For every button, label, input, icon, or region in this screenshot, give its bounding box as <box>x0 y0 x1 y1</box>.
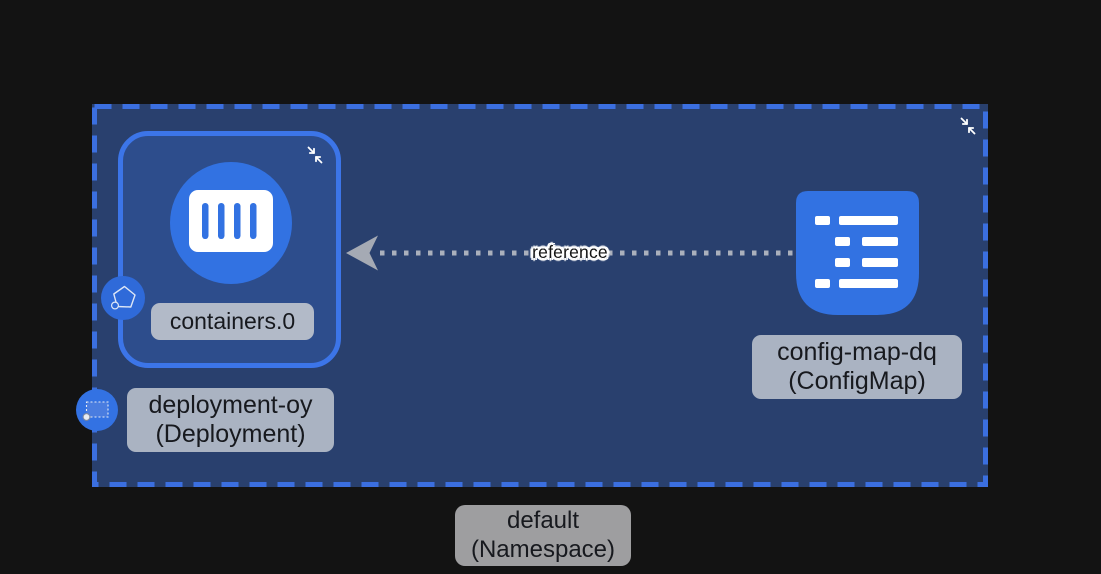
namespace-group[interactable]: containers.0 deployment-oy (Deployment) <box>76 104 988 487</box>
configmap-label: config-map-dq (ConfigMap) <box>752 335 962 399</box>
configmap-icon <box>796 191 919 319</box>
namespace-name: default <box>506 506 580 534</box>
configmap-kind: (ConfigMap) <box>788 367 926 395</box>
deployment-node[interactable]: containers.0 <box>101 131 341 368</box>
pod-pentagon-badge-icon <box>101 276 145 320</box>
deployment-label: deployment-oy (Deployment) <box>127 388 334 452</box>
namespace-collapse-icon[interactable] <box>958 116 978 136</box>
configmap-node[interactable] <box>796 191 919 315</box>
deployment-name: deployment-oy <box>148 390 313 419</box>
namespace-kind: (Namespace) <box>470 535 616 563</box>
container-label: containers.0 <box>151 303 314 340</box>
reference-edge-label: reference <box>532 242 608 263</box>
namespace-label: default (Namespace) <box>455 505 631 566</box>
container-icon <box>189 189 273 257</box>
namespace-dashed-rect-badge-icon <box>76 389 118 431</box>
container-node[interactable] <box>170 162 292 284</box>
deployment-collapse-icon[interactable] <box>305 145 325 165</box>
configmap-name: config-map-dq <box>777 337 937 366</box>
deployment-kind: (Deployment) <box>155 420 306 448</box>
